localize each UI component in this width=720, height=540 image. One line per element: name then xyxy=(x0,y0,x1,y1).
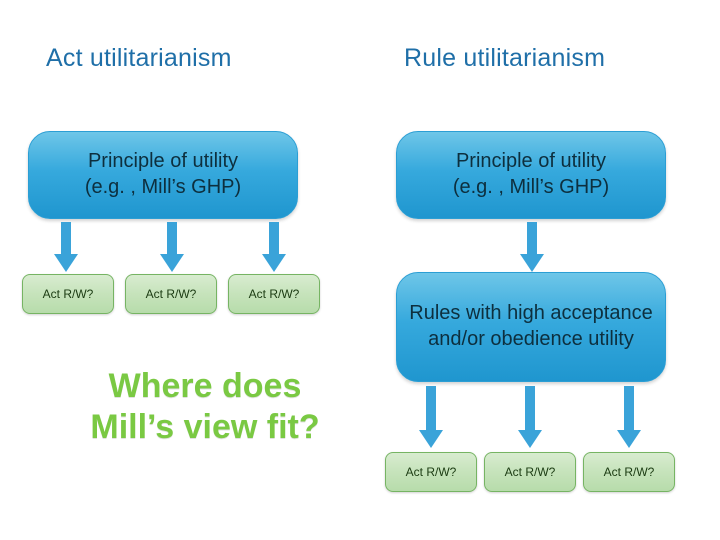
act-leaf-box-3: Act R/W? xyxy=(228,274,320,314)
act-leaf-label: Act R/W? xyxy=(248,287,300,301)
act-leaf-box-1: Act R/W? xyxy=(22,274,114,314)
rule-leaf-box-3: Act R/W? xyxy=(583,452,675,492)
arrow-rule-leaf-1 xyxy=(419,386,443,448)
arrow-act-1 xyxy=(54,222,78,272)
rule-leaf-label: Act R/W? xyxy=(405,465,457,479)
rule-principle-label: Principle of utility (e.g. , Mill’s GHP) xyxy=(452,150,610,198)
rules-high-utility-label: Rules with high acceptance and/or obedie… xyxy=(409,302,653,350)
act-principle-label: Principle of utility (e.g. , Mill’s GHP) xyxy=(84,150,242,198)
rule-leaf-box-1: Act R/W? xyxy=(385,452,477,492)
arrow-act-2 xyxy=(160,222,184,272)
arrow-rule-leaf-3 xyxy=(617,386,641,448)
column-title-act: Act utilitarianism xyxy=(46,44,232,72)
rule-leaf-label: Act R/W? xyxy=(504,465,556,479)
rule-leaf-label: Act R/W? xyxy=(603,465,655,479)
act-principle-box: Principle of utility (e.g. , Mill’s GHP) xyxy=(28,131,298,219)
rule-leaf-box-2: Act R/W? xyxy=(484,452,576,492)
act-leaf-label: Act R/W? xyxy=(145,287,197,301)
act-leaf-label: Act R/W? xyxy=(42,287,94,301)
rules-high-utility-box: Rules with high acceptance and/or obedie… xyxy=(396,272,666,382)
arrow-rule-1 xyxy=(520,222,544,272)
rule-principle-box: Principle of utility (e.g. , Mill’s GHP) xyxy=(396,131,666,219)
arrow-act-3 xyxy=(262,222,286,272)
question-text: Where does Mill’s view fit? xyxy=(90,367,320,447)
act-leaf-box-2: Act R/W? xyxy=(125,274,217,314)
column-title-rule: Rule utilitarianism xyxy=(404,44,606,72)
arrow-rule-leaf-2 xyxy=(518,386,542,448)
